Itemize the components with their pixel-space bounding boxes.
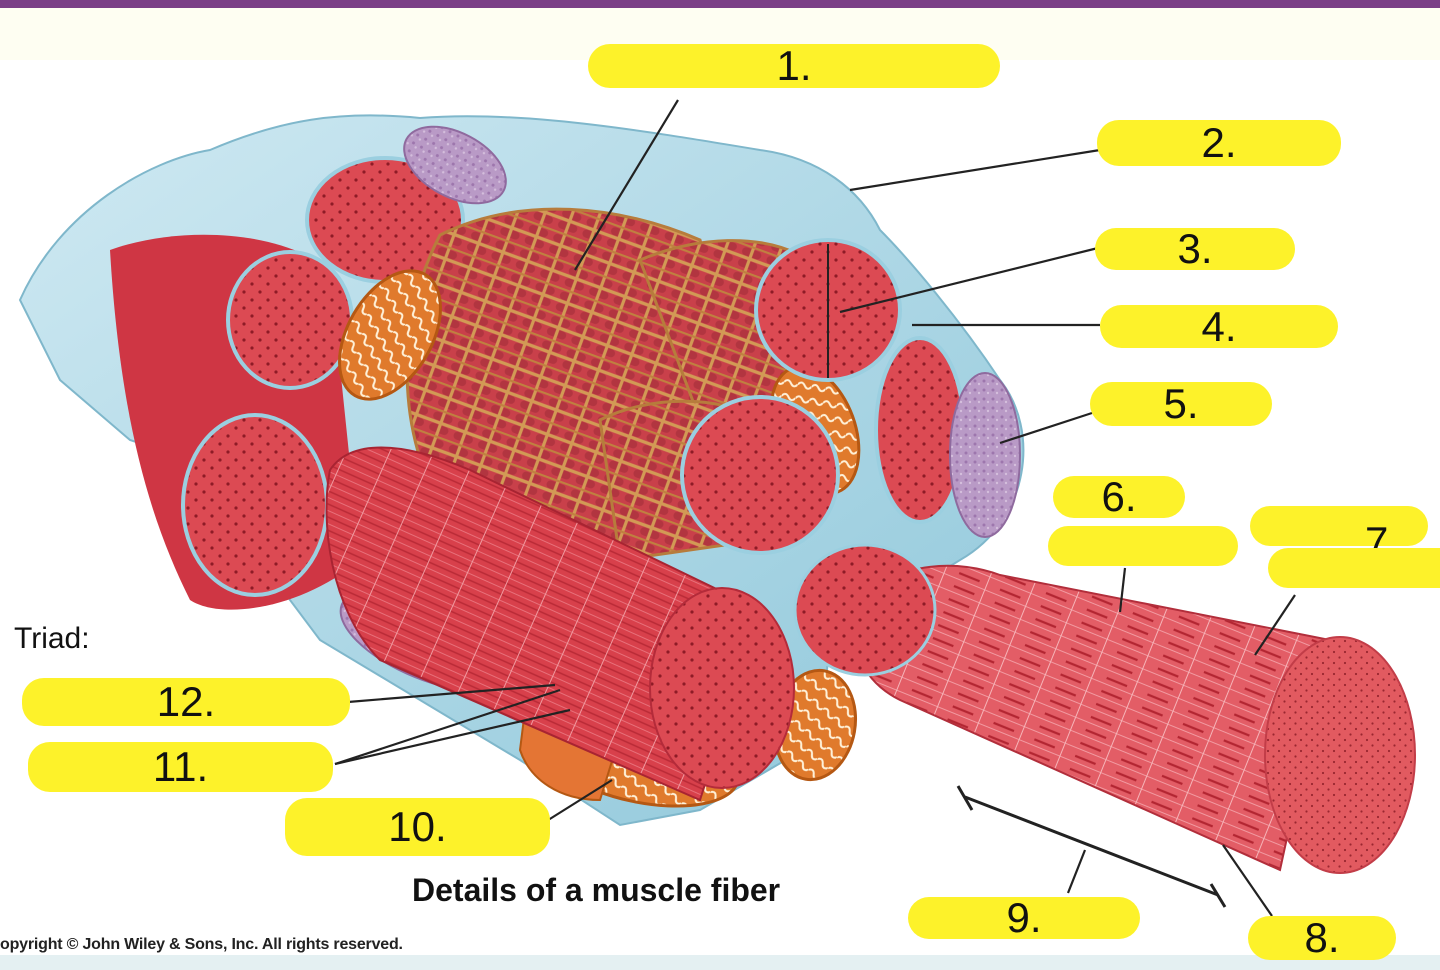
nucleus (403, 125, 507, 205)
myofibril-end (649, 587, 795, 789)
nucleus (949, 372, 1021, 538)
label-box-11[interactable]: 11. (28, 742, 333, 792)
figure-caption: Details of a muscle fiber (412, 872, 781, 908)
myofibril-end (1264, 636, 1416, 874)
label-10-text: 10. (388, 803, 447, 850)
triad-label: Triad: (14, 622, 90, 655)
label-5-text: 5. (1163, 380, 1199, 427)
label-box-9[interactable]: 9. (908, 897, 1140, 939)
label-3-text: 3. (1177, 225, 1213, 272)
label-12-text: 12. (156, 678, 216, 725)
label-6-text: 6. (1101, 473, 1137, 520)
label-box-6[interactable]: 6. (1053, 476, 1185, 518)
label-box-3[interactable]: 3. (1095, 228, 1295, 270)
label-8-text: 8. (1304, 914, 1340, 961)
label-box-7[interactable]: 7. (1250, 506, 1428, 563)
label-box-7-blank[interactable] (1268, 548, 1440, 588)
label-box-6-blank[interactable] (1048, 526, 1238, 566)
label-box-10[interactable]: 10. (285, 798, 550, 856)
label-box-2[interactable]: 2. (1097, 120, 1341, 166)
sarcomere-bracket (956, 785, 1227, 908)
myofibril-end (680, 395, 840, 555)
label-box-1[interactable]: 1. (588, 44, 1000, 88)
myofibril-end (181, 413, 329, 597)
label-box-4[interactable]: 4. (1100, 305, 1338, 348)
label-11-text: 11. (152, 743, 209, 790)
label-box-8[interactable]: 8. (1248, 916, 1396, 960)
bottom-band (0, 955, 1440, 970)
top-border (0, 0, 1440, 8)
copyright-notice: opyright © John Wiley & Sons, Inc. All r… (0, 936, 403, 953)
label-box-12[interactable]: 12. (22, 678, 350, 726)
label-2-text: 2. (1201, 119, 1237, 166)
label-box-5[interactable]: 5. (1090, 382, 1272, 426)
label-4-text: 4. (1201, 302, 1237, 350)
myofibril-end (226, 250, 354, 390)
leader-lines (334, 99, 1296, 917)
myofibril-end (793, 543, 937, 677)
mitochondrion (338, 269, 442, 401)
label-1-text: 1. (776, 42, 812, 89)
label-9-text: 9. (1006, 894, 1042, 941)
